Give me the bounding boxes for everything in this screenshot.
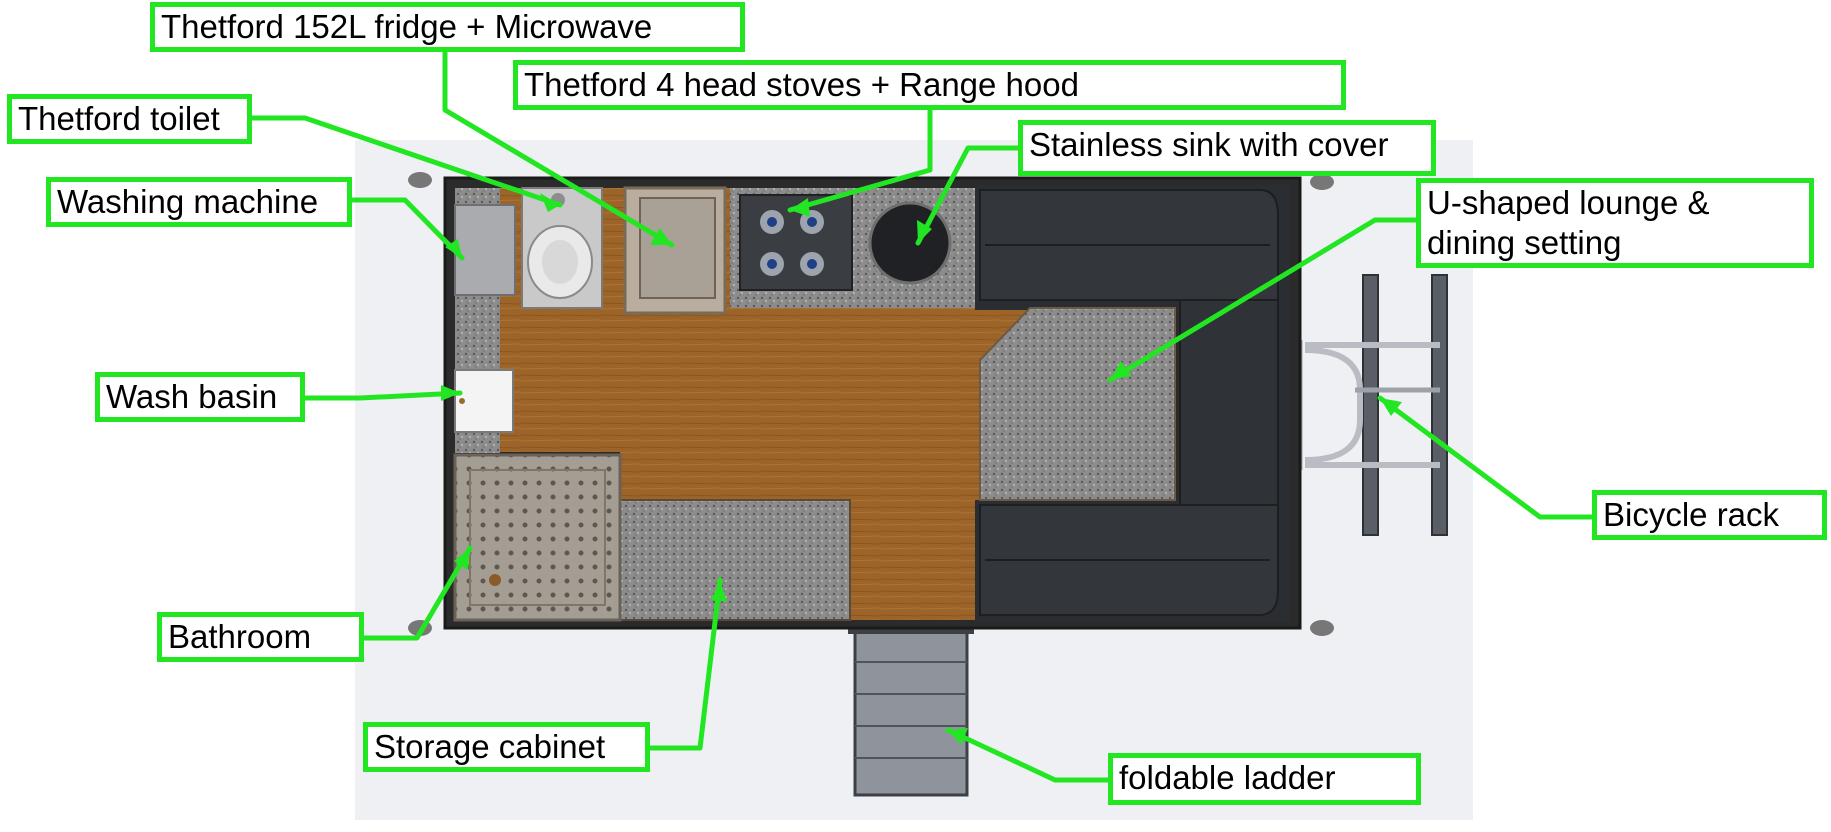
ladder-drawing: [848, 624, 974, 797]
label-storage: Storage cabinet: [363, 722, 650, 772]
label-bicycle: Bicycle rack: [1592, 490, 1827, 540]
toilet-leader: [247, 115, 563, 208]
label-lounge: U-shaped lounge & dining setting: [1416, 178, 1814, 268]
basin-leader: [300, 390, 463, 401]
label-bathroom: Bathroom: [157, 612, 364, 662]
arrowhead: [441, 385, 460, 401]
bathroom-leader: [359, 545, 473, 641]
arrowhead: [454, 548, 470, 570]
fridge-leader: [442, 45, 675, 248]
arrowhead: [540, 193, 560, 212]
storage-leader: [644, 577, 723, 751]
arrowhead: [790, 198, 810, 217]
label-stoves: Thetford 4 head stoves + Range hood: [513, 60, 1346, 110]
washer-leader: [347, 197, 465, 261]
sink-leader: [915, 145, 1023, 246]
arrowhead: [711, 580, 727, 602]
caravan-body: [408, 172, 1334, 636]
label-toilet: Thetford toilet: [7, 94, 252, 144]
label-fridge: Thetford 152L fridge + Microwave: [150, 2, 745, 52]
arrowhead: [948, 728, 968, 745]
callout-arrowheads: [441, 193, 1402, 745]
label-sink: Stainless sink with cover: [1018, 120, 1436, 176]
arrowhead: [445, 239, 462, 258]
bicycle-leader: [1377, 395, 1598, 520]
stoves-leader: [787, 107, 933, 213]
label-ladder: foldable ladder: [1108, 753, 1421, 805]
label-washer: Washing machine: [46, 177, 352, 227]
label-basin: Wash basin: [95, 372, 305, 422]
arrowhead: [1110, 361, 1131, 380]
callout-lines: [247, 45, 1598, 783]
arrowhead: [650, 228, 672, 245]
ladder-leader: [945, 727, 1113, 783]
arrowhead: [917, 220, 932, 243]
lounge-leader: [1107, 217, 1421, 383]
arrowhead: [1380, 398, 1402, 416]
